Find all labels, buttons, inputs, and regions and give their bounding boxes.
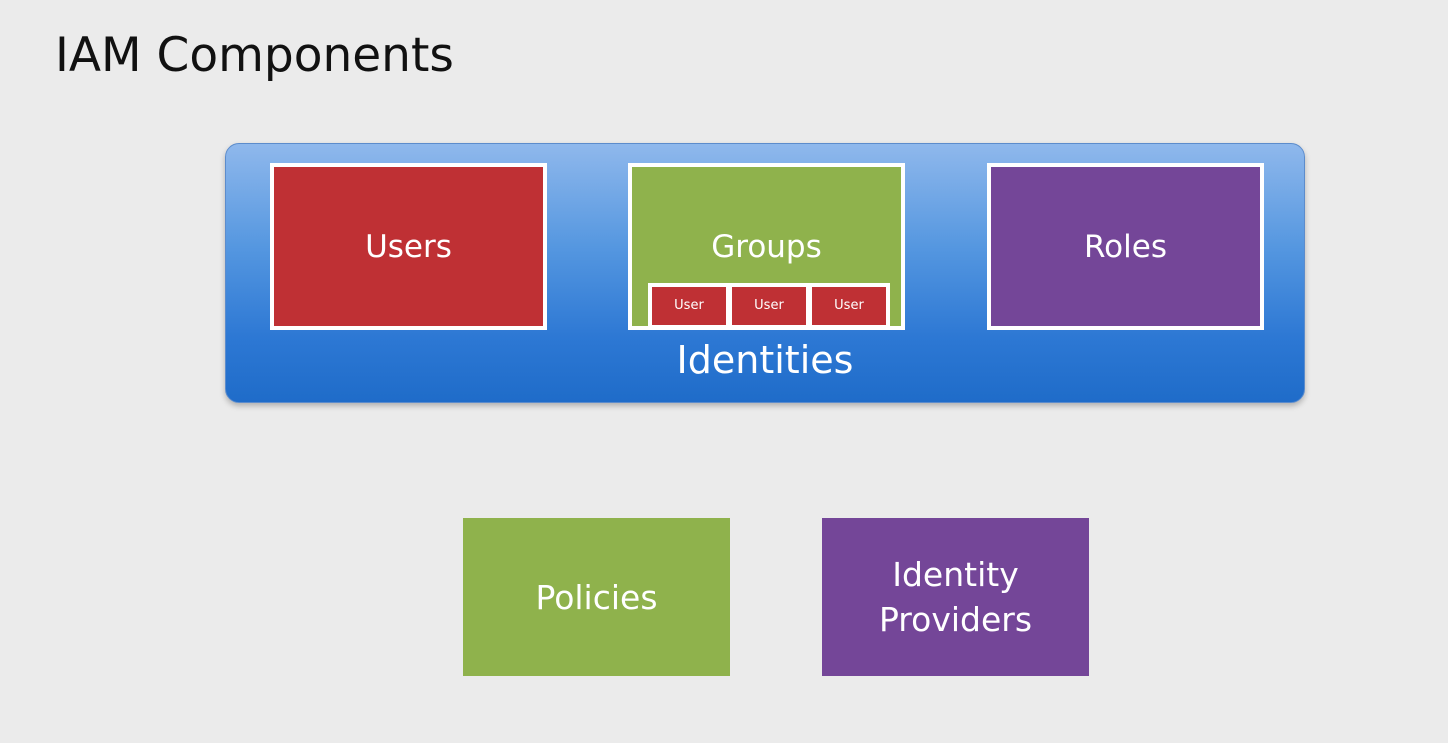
roles-box: Roles — [987, 163, 1264, 330]
slide-title: IAM Components — [55, 28, 454, 83]
identities-panel: Users Groups User User User Roles Identi… — [225, 143, 1305, 403]
identity-providers-line1: Identity — [892, 555, 1019, 594]
group-member-user: User — [732, 287, 806, 325]
groups-label: Groups — [711, 229, 822, 265]
users-box: Users — [270, 163, 547, 330]
policies-label: Policies — [535, 577, 658, 617]
group-members: User User User — [648, 283, 890, 330]
group-member-user: User — [652, 287, 726, 325]
group-member-user: User — [812, 287, 886, 325]
groups-box: Groups User User User — [628, 163, 905, 330]
identity-providers-box: Identity Providers — [822, 518, 1089, 676]
roles-label: Roles — [1084, 229, 1167, 265]
identity-providers-line2: Providers — [878, 600, 1033, 639]
users-label: Users — [365, 229, 452, 265]
policies-box: Policies — [463, 518, 730, 676]
identities-label: Identities — [676, 338, 854, 382]
identity-providers-label: Identity Providers — [879, 552, 1032, 642]
